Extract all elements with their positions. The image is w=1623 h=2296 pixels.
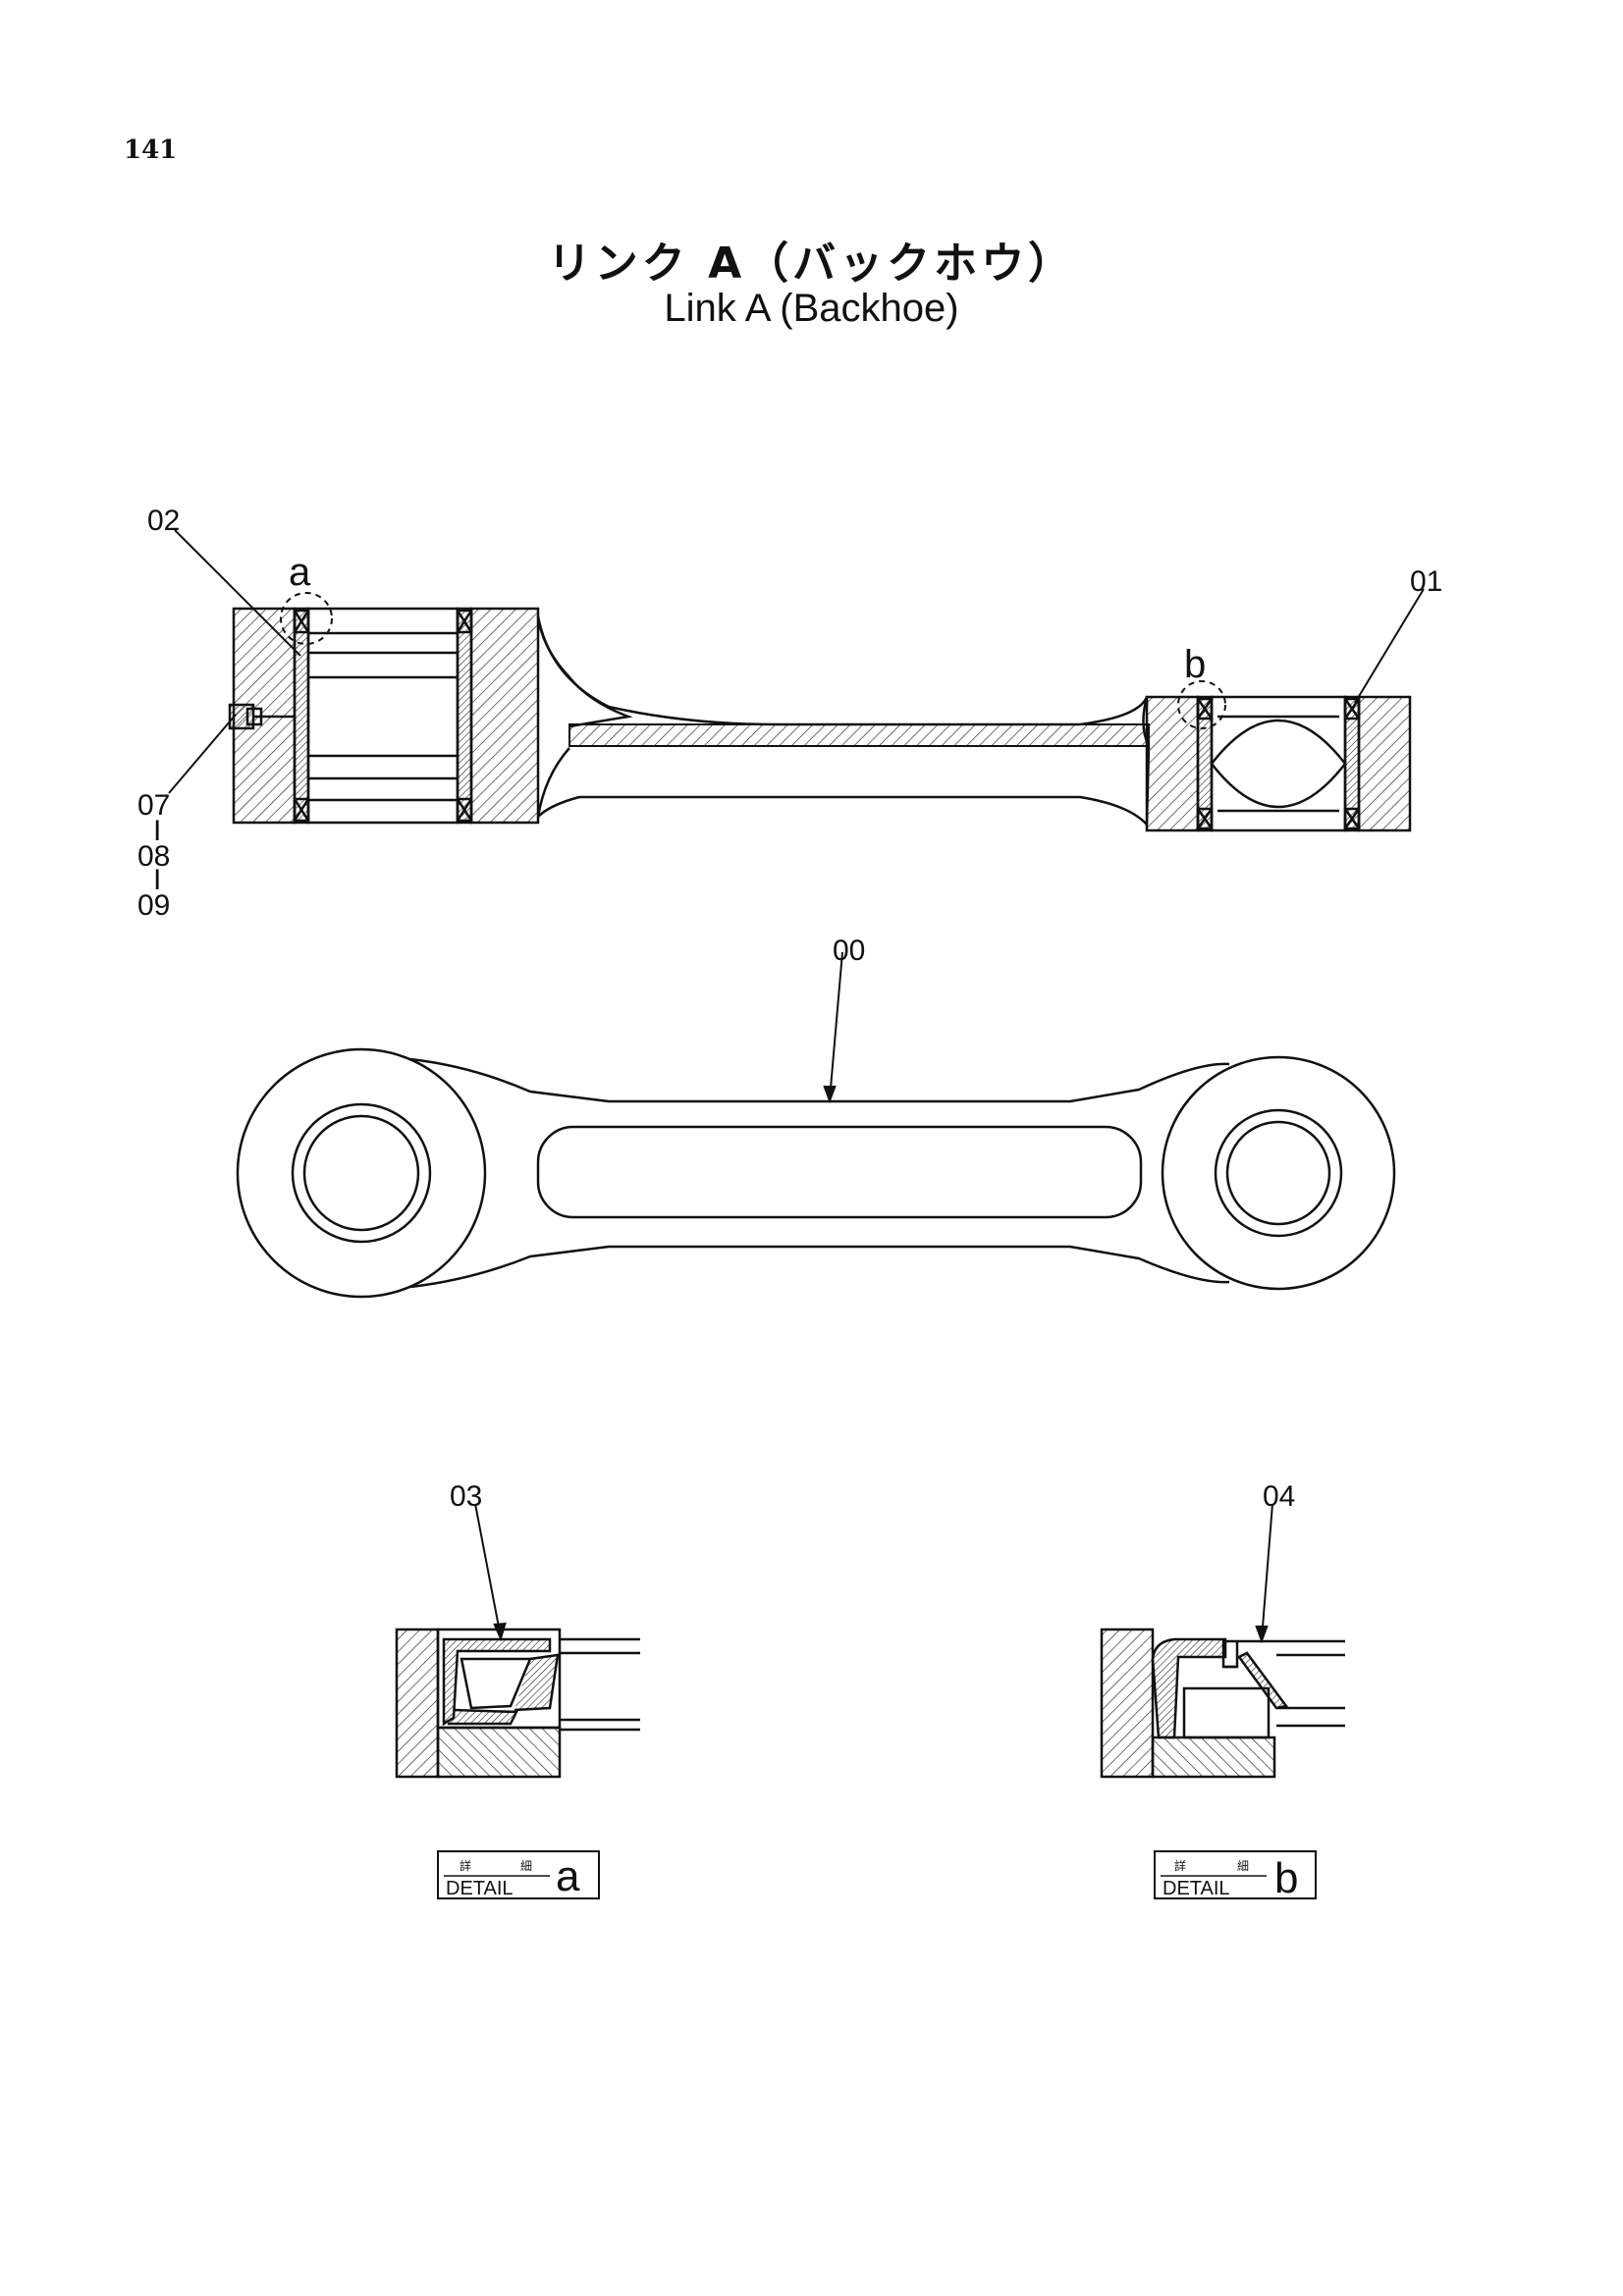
title-japanese: リンク A（バックホウ） <box>547 239 1076 289</box>
label-dash-1: I <box>153 815 161 847</box>
title-english: Link A (Backhoe) <box>664 287 959 330</box>
label-part-09: 09 <box>137 889 170 922</box>
detail-b-letter: b <box>1274 1854 1298 1902</box>
label-part-01: 01 <box>1410 565 1442 598</box>
label-part-02: 02 <box>147 505 180 537</box>
detail-b-jp-2: 細 <box>1237 1859 1249 1873</box>
label-part-04: 04 <box>1263 1480 1295 1513</box>
link-plan-view <box>236 951 1396 1299</box>
detail-a-jp-2: 細 <box>520 1859 532 1873</box>
label-detail-b-marker: b <box>1184 643 1206 686</box>
label-detail-a-marker: a <box>289 551 311 594</box>
label-part-08: 08 <box>137 840 170 873</box>
detail-b-en: DETAIL <box>1163 1878 1230 1899</box>
detail-b-drawing <box>1100 1503 1345 1779</box>
detail-a-drawing <box>395 1503 640 1779</box>
label-part-07: 07 <box>137 789 170 822</box>
label-part-03: 03 <box>450 1480 482 1513</box>
label-dash-2: I <box>153 864 161 896</box>
detail-b-caption: 詳 細 DETAIL b <box>1154 1850 1317 1902</box>
detail-a-letter: a <box>556 1852 580 1900</box>
detail-a-en: DETAIL <box>446 1878 514 1899</box>
link-section-view <box>168 529 1425 832</box>
page-number: 141 <box>124 135 178 165</box>
label-part-00: 00 <box>833 934 865 967</box>
detail-a-jp-1: 詳 <box>460 1858 471 1873</box>
detail-b-jp-1: 詳 <box>1174 1858 1186 1873</box>
detail-a-caption: 詳 細 DETAIL a <box>437 1850 600 1900</box>
